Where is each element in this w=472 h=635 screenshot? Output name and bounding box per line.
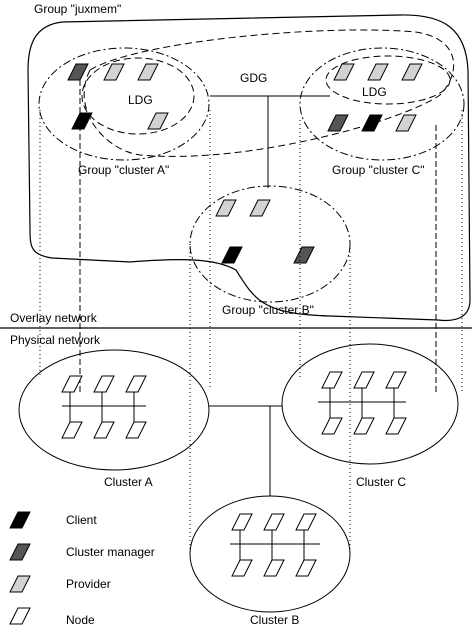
node-icon (125, 375, 147, 393)
node-icon (385, 371, 407, 389)
node-icon (353, 417, 375, 435)
cluster-a-label: Cluster A (104, 475, 153, 489)
node-icon (385, 417, 407, 435)
physical-network-label: Physical network (10, 333, 101, 347)
cluster-c-physical-ellipse (281, 343, 459, 465)
provider-icon (137, 63, 159, 81)
gdg-connection-lines (210, 95, 330, 188)
node-icon (93, 375, 115, 393)
client-icon (71, 112, 93, 130)
provider-icon (401, 63, 423, 81)
projection-dotted-lines (39, 110, 463, 554)
group-cluster-b-ellipse (189, 185, 351, 303)
cluster-b-label: Cluster B (250, 613, 299, 627)
node-icon (321, 371, 343, 389)
cluster-a-network-lines (62, 392, 146, 422)
cluster-c-label: Cluster C (356, 475, 406, 489)
juxmem-group-label: Group "juxmem" (34, 2, 121, 16)
cluster-manager-icon (9, 543, 31, 561)
node-icon (295, 513, 317, 531)
cluster-manager-icon (293, 246, 315, 264)
group-cluster-a-ellipse (38, 47, 210, 161)
cluster-b-network-lines (230, 530, 320, 560)
cluster-manager-icon (67, 63, 89, 81)
provider-icon (367, 63, 389, 81)
node-icon (263, 513, 285, 531)
node-icon (231, 559, 253, 577)
legend: Client Cluster manager Provider Node (9, 511, 155, 627)
provider-icon (147, 112, 169, 130)
legend-cluster-manager-label: Cluster manager (66, 545, 155, 559)
provider-icon (9, 575, 31, 593)
provider-icon (249, 199, 271, 217)
group-cluster-c-label: Group "cluster C" (332, 163, 425, 177)
physical-interconnect-lines (209, 405, 282, 496)
node-icon (61, 375, 83, 393)
legend-node-label: Node (66, 613, 95, 627)
ldg-c-ellipse (325, 55, 451, 105)
group-cluster-a-label: Group "cluster A" (78, 163, 169, 177)
node-icon (263, 559, 285, 577)
gdg-label: GDG (240, 71, 267, 85)
cluster-c-network-lines (318, 388, 406, 418)
provider-icon (395, 114, 417, 132)
node-icon (353, 371, 375, 389)
juxmem-group-outline (27, 14, 471, 322)
cluster-manager-icon (327, 114, 349, 132)
legend-provider-label: Provider (66, 577, 111, 591)
ldg-c-label: LDG (362, 85, 387, 99)
provider-icon (103, 63, 125, 81)
node-icon (321, 417, 343, 435)
ldg-a-ellipse (81, 57, 195, 135)
client-icon (361, 114, 383, 132)
node-icon (93, 421, 115, 439)
node-icon (125, 421, 147, 439)
node-icon (231, 513, 253, 531)
node-icon (295, 559, 317, 577)
juxmem-dashed-outline (83, 29, 455, 157)
client-icon (9, 511, 31, 529)
node-icon (61, 421, 83, 439)
overlay-network-label: Overlay network (10, 311, 98, 325)
group-cluster-b-label: Group "cluster B" (222, 303, 314, 317)
cluster-b-physical-ellipse (189, 495, 351, 613)
provider-icon (215, 199, 237, 217)
cluster-a-physical-ellipse (18, 349, 210, 471)
legend-client-label: Client (66, 513, 97, 527)
ldg-a-label: LDG (128, 93, 153, 107)
node-icon (9, 607, 31, 625)
client-icon (221, 246, 243, 264)
group-cluster-c-ellipse (299, 47, 465, 161)
